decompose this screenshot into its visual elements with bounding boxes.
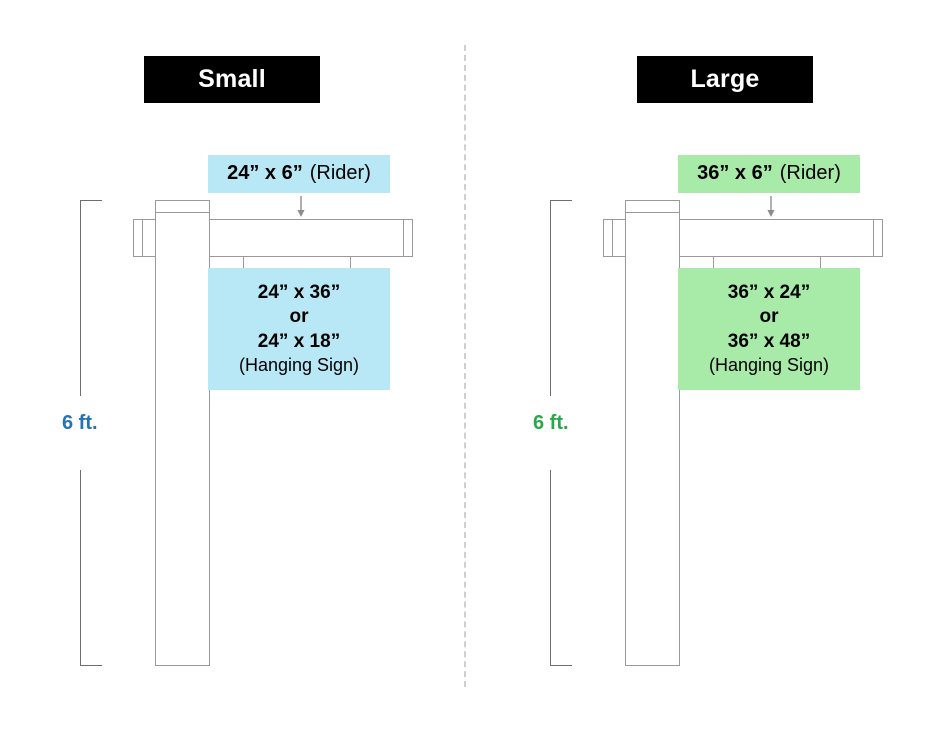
hanging-sign-callout-large: 36” x 24” or 36” x 48” (Hanging Sign) xyxy=(678,268,860,390)
hanging-line4-small: (Hanging Sign) xyxy=(238,354,360,375)
arm-right-cap-small xyxy=(403,220,404,256)
post-large xyxy=(625,200,680,666)
panel-divider xyxy=(464,45,466,687)
measure-bracket-upper-large xyxy=(550,200,572,396)
rider-callout-small-row: 24” x 6” (Rider) xyxy=(227,161,371,187)
post-top-cap-small xyxy=(156,212,209,213)
measure-bracket-lower-small xyxy=(80,470,102,666)
measure-bracket-lower-large xyxy=(550,470,572,666)
measure-label-large: 6 ft. xyxy=(533,412,569,434)
rider-note-small: (Rider) xyxy=(309,162,371,185)
hanging-line3-small: 24” x 18” xyxy=(257,330,341,352)
measure-bracket-upper-small xyxy=(80,200,102,396)
hanging-line2-small: or xyxy=(289,306,309,328)
rider-callout-large-row: 36” x 6” (Rider) xyxy=(697,161,841,187)
hanging-line4-large: (Hanging Sign) xyxy=(708,354,830,375)
arm-left-cap-small xyxy=(142,220,143,256)
rider-arrow-small xyxy=(297,196,305,217)
post-assembly-large xyxy=(470,0,950,731)
arm-left-cap-large xyxy=(612,220,613,256)
hanging-sign-callout-small: 24” x 36” or 24” x 18” (Hanging Sign) xyxy=(208,268,390,390)
post-assembly-small xyxy=(0,0,470,731)
hanging-line2-large: or xyxy=(759,306,779,328)
measure-label-small: 6 ft. xyxy=(62,412,98,434)
hanging-line1-small: 24” x 36” xyxy=(257,282,341,304)
post-top-cap-large xyxy=(626,212,679,213)
panel-title-small: Small xyxy=(144,56,320,103)
rider-callout-small: 24” x 6” (Rider) xyxy=(208,155,390,193)
post-small xyxy=(155,200,210,666)
rider-callout-large: 36” x 6” (Rider) xyxy=(678,155,860,193)
rider-arrow-large xyxy=(767,196,775,217)
rider-note-large: (Rider) xyxy=(779,162,841,185)
rider-dimension-large: 36” x 6” xyxy=(697,162,773,185)
arm-right-cap-large xyxy=(873,220,874,256)
panel-title-large: Large xyxy=(637,56,813,103)
hanging-line3-large: 36” x 48” xyxy=(727,330,811,352)
rider-dimension-small: 24” x 6” xyxy=(227,162,303,185)
hanging-line1-large: 36” x 24” xyxy=(727,282,811,304)
